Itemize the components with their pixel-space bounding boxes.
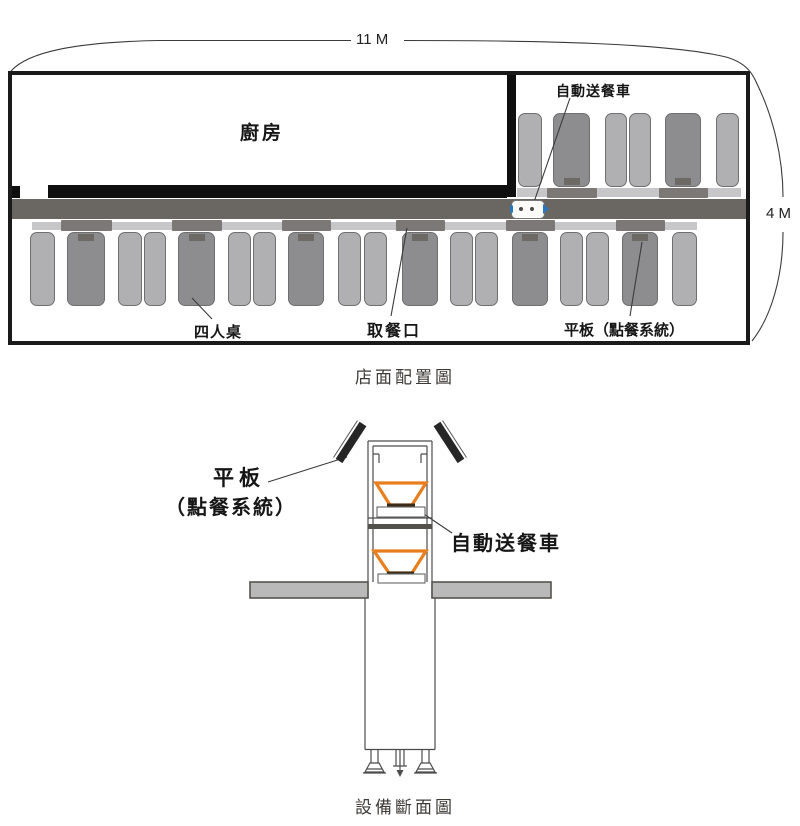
- robot-direction-icon: [543, 204, 549, 214]
- seat-row-bottom: [0, 232, 800, 306]
- counter-segments-top: [0, 188, 800, 198]
- seat: [605, 113, 627, 187]
- tower-divider-shelf: [368, 524, 432, 529]
- leveling-feet: [363, 750, 437, 774]
- four-person-table: [178, 232, 215, 306]
- tablet-ordering-device: [632, 234, 648, 241]
- counter-strip-bottom: [32, 222, 697, 230]
- cross-section-caption: 設備斷面圖: [355, 798, 455, 817]
- seat: [586, 232, 609, 306]
- kitchen-label: 廚房: [240, 123, 285, 144]
- seat: [228, 232, 251, 306]
- upper-food-tray: [373, 481, 429, 507]
- floor-plan-caption: 店面配置圖: [355, 368, 455, 387]
- tablet-left-icon: [335, 421, 367, 464]
- four-person-table: [512, 232, 548, 306]
- seat: [629, 113, 651, 187]
- kitchen-counter-bar: [48, 185, 507, 198]
- tablet-ordering-device: [563, 178, 580, 185]
- counter-dark-segment: [659, 188, 708, 198]
- counter-dark-segment: [61, 220, 112, 231]
- tablet-ordering-device: [522, 234, 538, 241]
- tablet-ordering-device: [412, 234, 428, 241]
- counter-dark-segment: [396, 220, 445, 231]
- seat: [338, 232, 361, 306]
- dimension-width-label: 11 M: [353, 31, 392, 48]
- tablet-ordering-device: [298, 234, 314, 241]
- mounted-tablets: [333, 420, 467, 464]
- center-jack: [393, 750, 407, 773]
- delivery-robot: [510, 200, 549, 219]
- robot-tail-light-icon: [510, 205, 513, 213]
- tower-outer-frame: [367, 440, 433, 598]
- table-surface-right: [431, 581, 552, 599]
- dimension-bracket-width-left: [10, 39, 351, 72]
- four-person-table: [553, 113, 590, 187]
- cs-tablet-label-line2: （點餐系統）: [165, 497, 297, 519]
- kitchen-counter-notch: [12, 186, 20, 198]
- tablet-right-icon: [433, 421, 465, 464]
- seat: [518, 113, 542, 187]
- dimension-height-label: 4 M: [763, 205, 795, 222]
- seat: [144, 232, 166, 306]
- lower-tray-base-bar: [387, 571, 414, 576]
- seat: [672, 232, 697, 306]
- left-foot-ridges: [363, 768, 386, 774]
- counter-dark-segment: [506, 220, 555, 231]
- counter-dark-segment: [282, 220, 331, 231]
- four-person-table: [665, 113, 701, 187]
- tablet-stand-lines: [333, 420, 467, 458]
- right-foot-ridges: [414, 768, 437, 774]
- seat: [450, 232, 473, 306]
- four-person-table-label: 四人桌: [194, 324, 243, 341]
- tablet-ordering-label-plan: 平板（點餐系統）: [564, 322, 685, 339]
- base-cabinet: [364, 598, 436, 751]
- seat: [364, 232, 387, 306]
- lower-food-tray: [370, 549, 429, 575]
- tablet-ordering-device: [78, 234, 94, 241]
- seat: [560, 232, 583, 306]
- seat: [30, 232, 55, 306]
- seat: [118, 232, 142, 306]
- lower-cart-platform: [377, 573, 426, 584]
- seat-row-top: [0, 113, 800, 187]
- cs-robot-label: 自動送餐車: [451, 533, 561, 555]
- seat: [716, 113, 739, 187]
- right-foot-bell: [414, 762, 437, 773]
- seat: [475, 232, 498, 306]
- four-person-table: [67, 232, 105, 306]
- robot-eye-icon: [530, 207, 534, 211]
- left-foot-stem: [370, 750, 379, 763]
- cs-tablet-label-line1: 平板: [213, 467, 265, 490]
- robot-label-plan: 自動送餐車: [556, 83, 631, 99]
- conveyor-track: [12, 199, 746, 219]
- left-foot-bell: [363, 762, 386, 773]
- tablet-mount-hooks: [373, 453, 427, 463]
- leader-robot-cross-section: [417, 509, 453, 534]
- upper-cart-platform: [376, 506, 426, 518]
- tower-inner-frame: [372, 445, 428, 582]
- counter-dark-segment: [547, 188, 597, 198]
- pickup-window-label: 取餐口: [367, 323, 422, 340]
- right-foot-stem: [421, 750, 430, 763]
- counter-dark-segment: [172, 220, 222, 231]
- tablet-ordering-device: [188, 234, 205, 241]
- table-surface-left: [249, 581, 369, 599]
- upper-tray-base-bar: [387, 503, 415, 508]
- center-jack-arrow-icon: [396, 770, 404, 777]
- four-person-table: [622, 232, 658, 306]
- robot-eye-icon: [519, 207, 523, 211]
- leader-tablet-cross-section: [267, 456, 348, 483]
- four-person-table: [402, 232, 438, 306]
- tablet-ordering-device: [675, 178, 691, 185]
- counter-segments-bottom: [0, 220, 800, 231]
- seat: [253, 232, 276, 306]
- counter-dark-segment: [616, 220, 665, 231]
- four-person-table: [288, 232, 324, 306]
